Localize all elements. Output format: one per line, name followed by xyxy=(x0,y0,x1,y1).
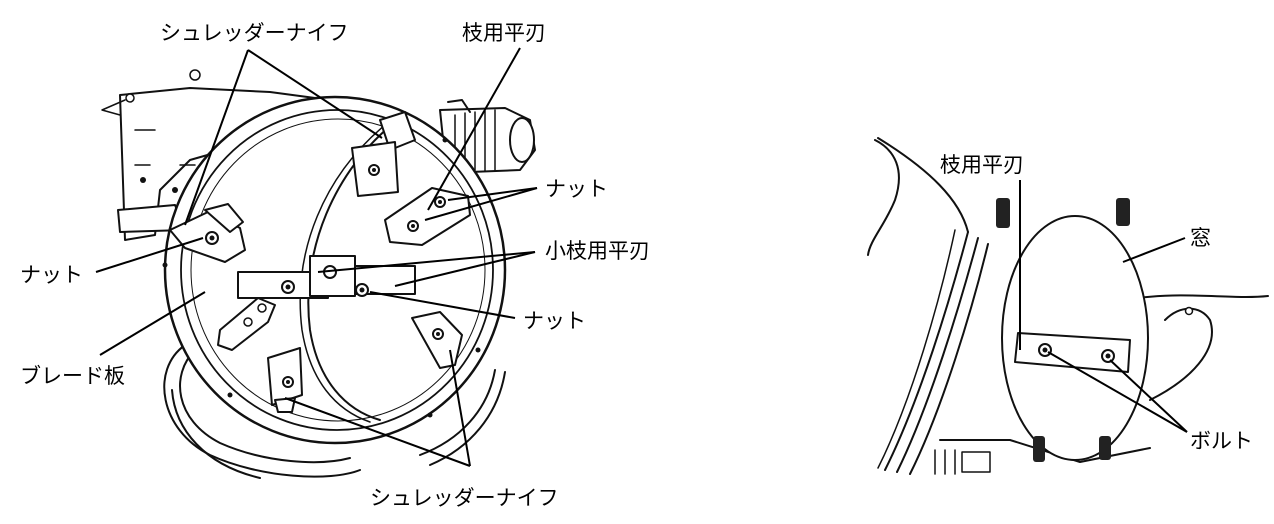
branch-flat-blade-part xyxy=(384,187,471,246)
shredder-knife-right-part xyxy=(411,311,463,369)
studs xyxy=(996,198,1130,462)
label-nut-center-right: ナット xyxy=(523,309,586,333)
shredder-knife-bottom-part xyxy=(267,347,303,413)
label-nut-upper-right: ナット xyxy=(545,177,608,201)
label-shredder-knife-top: シュレッダーナイフ xyxy=(160,21,349,45)
label-small-branch-flat-blade: 小枝用平刃 xyxy=(545,239,650,263)
right-detail-view: 枝用平刃 窓 ボルト xyxy=(867,137,1269,475)
label-shredder-knife-bottom: シュレッダーナイフ xyxy=(370,486,559,510)
right-housing-left xyxy=(867,137,989,475)
shredder-knife-top-part xyxy=(351,111,416,197)
label-nut-left: ナット xyxy=(20,263,83,287)
left-leader-lines xyxy=(95,47,538,467)
label-branch-flat-blade-right: 枝用平刃 xyxy=(940,153,1024,177)
label-window: 窓 xyxy=(1190,226,1211,250)
lower-guard xyxy=(163,344,506,479)
right-leader-lines xyxy=(1019,180,1188,433)
left-assembly-view: シュレッダーナイフ 枝用平刃 ナット ナット 小枝用平刃 ナット ブレード板 シ… xyxy=(20,21,650,510)
small-branch-flat-blade-part xyxy=(237,255,416,299)
label-blade-plate: ブレード板 xyxy=(20,364,125,388)
window-branch-flat-blade xyxy=(1014,332,1131,373)
shredder-knife-left-part xyxy=(169,203,246,263)
label-branch-flat-blade: 枝用平刃 xyxy=(462,21,546,45)
label-bolt: ボルト xyxy=(1190,429,1253,453)
lower-left-blade-part xyxy=(217,297,276,351)
